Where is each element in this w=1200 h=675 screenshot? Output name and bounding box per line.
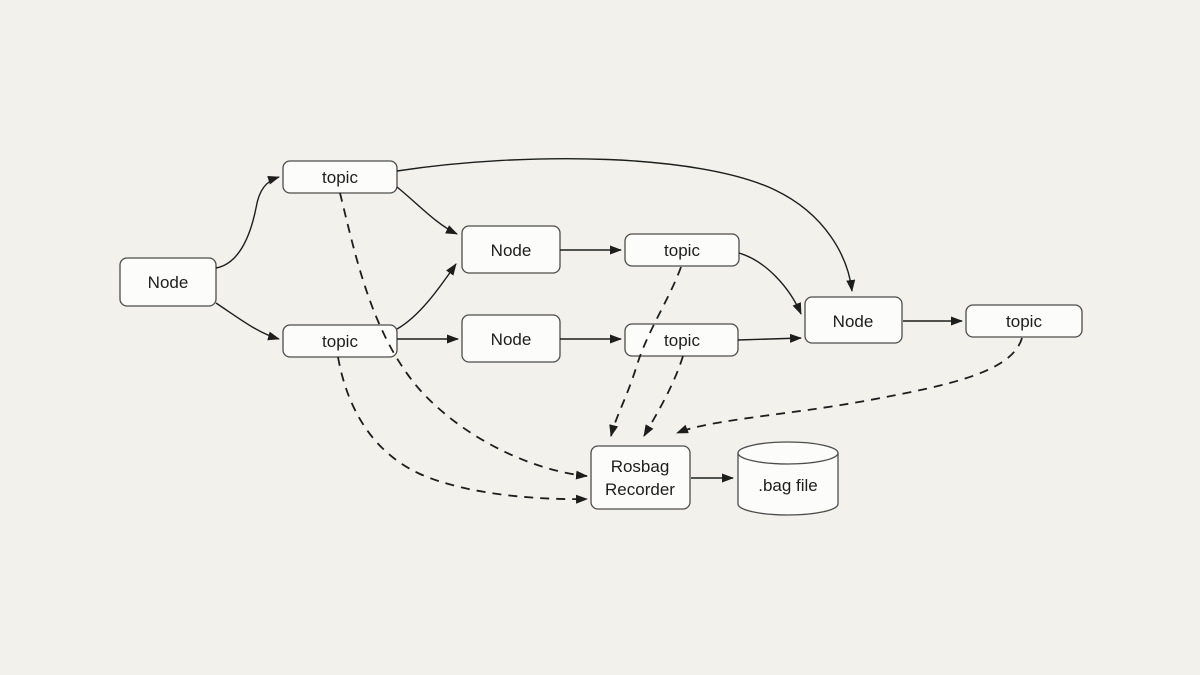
node-left-label: Node: [148, 273, 189, 292]
topic-right-label: topic: [1006, 312, 1042, 331]
topic-right-box: topic: [965, 304, 1083, 338]
topic-lower-mid-box: topic: [624, 323, 739, 357]
topic-top-label: topic: [322, 168, 358, 187]
node-lower-mid-label: Node: [491, 330, 532, 349]
rosbag-recorder-label-line2: Recorder: [605, 480, 675, 499]
node-lower-mid-box: Node: [461, 314, 561, 363]
edge-topic-right-to-rosbag-recorder: [676, 337, 1023, 434]
bag-file-cylinder: .bag file: [737, 441, 839, 516]
topic-mid-left-label: topic: [322, 332, 358, 351]
rosbag-recorder-label-line1: Rosbag: [611, 457, 670, 476]
edge-node-left-to-topic-mid-left: [215, 302, 280, 341]
topic-upper-mid-label: topic: [664, 241, 700, 260]
topic-mid-left-box: topic: [282, 324, 398, 358]
edge-topic-top-to-node-upper-mid: [396, 186, 458, 235]
edge-topic-lower-mid-to-rosbag-recorder: [643, 355, 684, 437]
topic-top-box: topic: [282, 160, 398, 194]
node-upper-mid-label: Node: [491, 241, 532, 260]
edge-topic-mid-left-to-node-upper-mid: [396, 263, 457, 330]
bag-file-label: .bag file: [758, 476, 818, 495]
rosbag-recorder-box: Rosbag Recorder: [590, 445, 691, 510]
edge-topic-top-to-rosbag-recorder: [339, 192, 588, 480]
topic-upper-mid-box: topic: [624, 233, 740, 267]
node-upper-mid-box: Node: [461, 225, 561, 274]
edge-topic-mid-left-to-rosbag-recorder: [337, 356, 588, 504]
edge-topic-upper-mid-to-node-right: [738, 252, 802, 315]
edge-topic-top-to-node-right: [396, 157, 856, 292]
edge-topic-lower-mid-to-node-right: [737, 333, 802, 343]
topic-lower-mid-label: topic: [664, 331, 700, 350]
node-right-box: Node: [804, 296, 903, 344]
edge-topic-upper-mid-to-rosbag-recorder: [609, 266, 682, 437]
node-right-label: Node: [833, 312, 874, 331]
node-left-box: Node: [119, 257, 217, 307]
edge-node-left-to-topic-top: [215, 175, 280, 269]
